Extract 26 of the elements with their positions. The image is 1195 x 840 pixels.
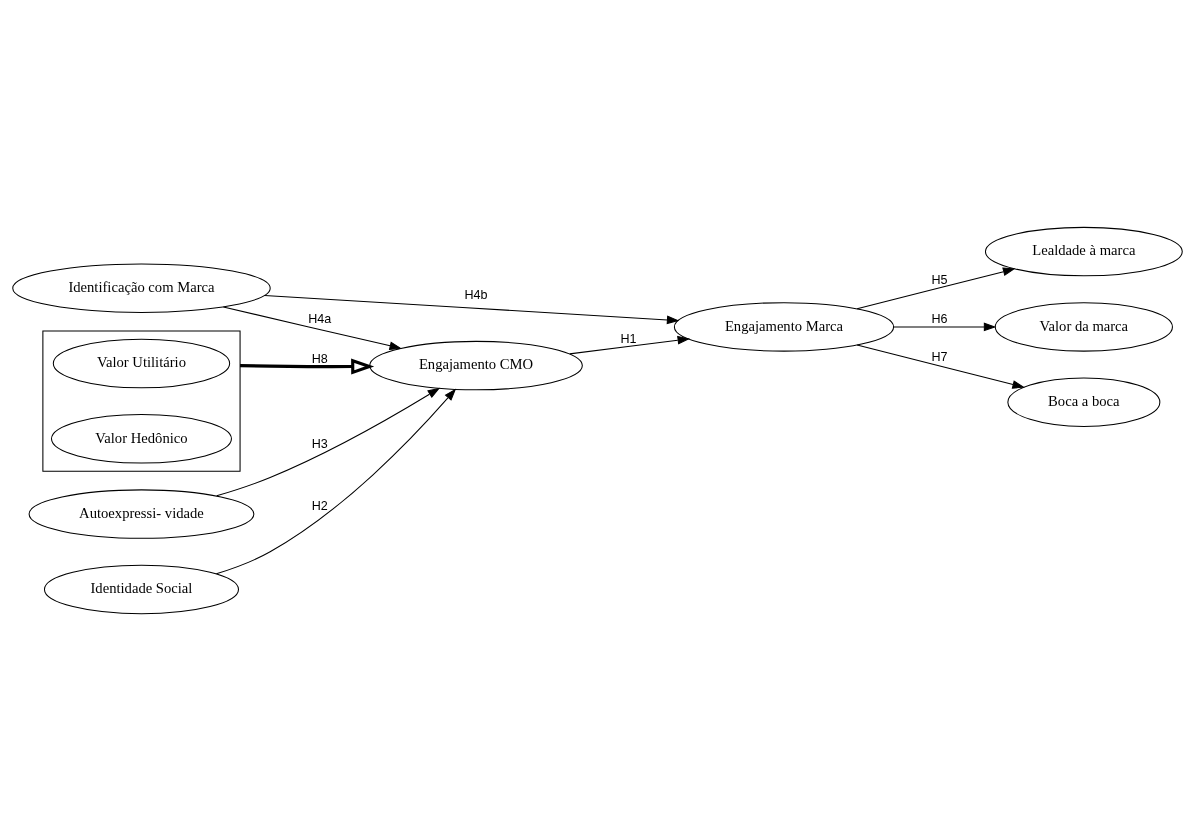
arrow [893,322,997,331]
arrow [856,344,1025,389]
arrow [263,294,680,324]
node-ellipse: Valor Utilitário [52,338,231,388]
arrow [216,387,441,496]
arrow [569,335,691,354]
edge-label: H8 [311,351,328,366]
edge-label: H4a [308,311,332,326]
node-ellipse: Engajamento Marca [673,301,895,352]
arrow [240,358,375,375]
node-ellipse: Valor da marca [994,301,1173,352]
node-ellipse: Identidade Social [43,564,239,614]
node-ellipse: Identificação com Marca [12,262,271,313]
edge-label: H5 [931,272,948,287]
arrow [215,387,457,574]
edge-label: H6 [931,311,948,326]
edge-label: H4b [464,287,488,302]
cluster [42,330,241,472]
node-ellipse: Autoexpressi- vidade [28,488,255,539]
edge-label: H7 [931,349,948,364]
edge-label: H3 [311,436,328,451]
edge-label: H1 [620,331,637,346]
arrow [222,306,403,350]
edge-label: H2 [311,498,328,513]
arrow [856,266,1016,309]
node-ellipse: Valor Hedônico [50,413,232,464]
